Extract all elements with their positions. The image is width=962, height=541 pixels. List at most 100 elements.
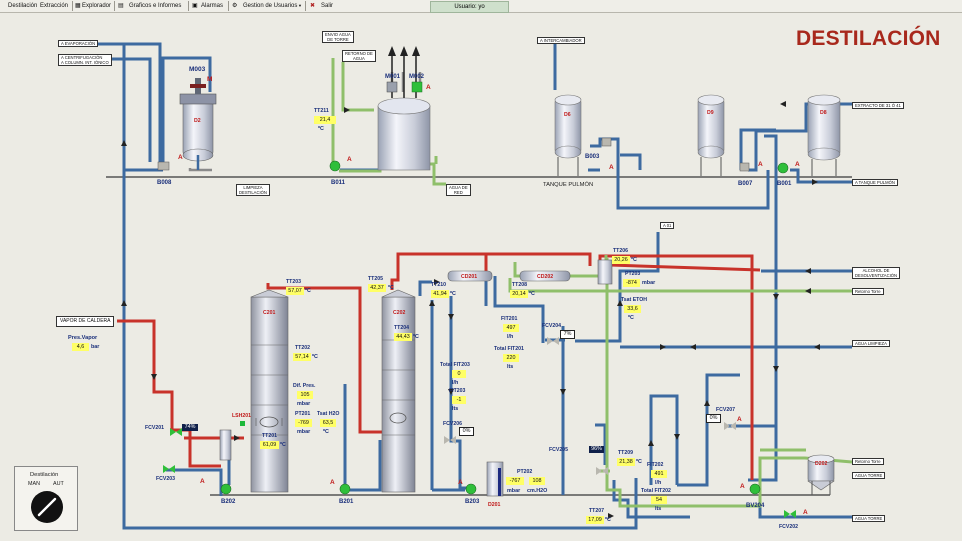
tag-limpieza-destilacion: LIMPIEZA DESTILACIÓN — [236, 184, 270, 196]
tag-retorno-agua: RETORNO DE AGUA — [342, 50, 376, 62]
tt207-value: 17,09 — [586, 516, 604, 524]
menu-destilacion[interactable]: Destilación — [8, 3, 38, 9]
pt201-value: -769 — [295, 419, 312, 427]
tag-agua-torre-1: AGUA TORRE — [852, 472, 886, 479]
tt206-unit: ºC — [631, 257, 637, 263]
label-d6: D6 — [564, 112, 571, 118]
tt211-label: TT211 — [314, 108, 329, 114]
menu-graficos[interactable]: Graficos e Informes — [129, 3, 182, 9]
alarm-marker: A — [758, 161, 763, 168]
fit203-label: FIT203 — [449, 388, 466, 394]
storage-tank — [377, 46, 431, 171]
label-b007: B007 — [738, 181, 753, 187]
heat-exchanger — [597, 259, 613, 285]
tt208-value: 20,14 — [510, 290, 528, 298]
label-m003: M003 — [189, 66, 206, 73]
fcv206-opening[interactable]: 0% — [459, 427, 474, 436]
mode-selector-knob[interactable] — [29, 489, 65, 525]
tt205-value: 42,37 — [368, 284, 386, 292]
tt204-label: TT204 — [394, 325, 409, 331]
alarm-marker: A — [740, 483, 745, 490]
tank-d6 — [554, 94, 582, 176]
tsat-etoh-unit: ºC — [628, 315, 634, 321]
fit202-value: 491 — [651, 470, 667, 478]
page-title: DESTILACIÓN — [796, 27, 941, 50]
fit203-lh-unit: l/h — [452, 380, 459, 386]
tt205-unit: ºC — [388, 285, 394, 291]
fcv204-opening[interactable]: 7% — [560, 330, 575, 339]
chart-icon: ▤ — [118, 3, 124, 9]
pt202-label: PT202 — [517, 469, 533, 475]
pumps — [157, 137, 789, 495]
tag-a-centrifugacion: A CENTRIFUGACIÓN A COLUMN. INT. IÓNICO — [58, 54, 112, 66]
label-fcv205: FCV205 — [549, 447, 569, 453]
vessel-d202 — [807, 454, 835, 495]
label-d2: D2 — [194, 118, 201, 124]
menu-extraccion[interactable]: Extracción — [40, 3, 69, 9]
tt209-value: 21,38 — [617, 458, 635, 466]
tag-agua-limpieza: AGUA LIMPIEZA — [852, 340, 890, 347]
menu-gestion[interactable]: Gestion de Usuarios — [243, 3, 298, 9]
mode-man-label: MAN — [28, 481, 40, 487]
pt201-unit: mbar — [297, 429, 311, 435]
menu-alarmas[interactable]: Alarmas — [201, 3, 224, 9]
chevron-down-icon: ▼ — [298, 3, 302, 8]
tag-a-intercambiador: A INTERCAMBIADOR — [537, 37, 585, 44]
separator-vessel — [219, 429, 232, 461]
label-m002: M002 — [409, 74, 425, 80]
label-tanque-pulmon: TANQUE PULMÓN — [543, 182, 594, 188]
label-d202: D202 — [815, 461, 828, 467]
control-valves — [163, 337, 796, 518]
tag-envio-agua: ENVIO AGUA DE TORRE — [322, 31, 354, 43]
fit202-label: FIT202 — [647, 462, 664, 468]
fcv201-opening[interactable]: 74% — [182, 424, 198, 431]
tsat-h2o-label: Tsat H2O — [317, 411, 340, 417]
label-b003: B003 — [585, 154, 600, 160]
alarm-marker: A — [609, 164, 614, 171]
tsat-h2o-value: 63,5 — [320, 419, 336, 427]
tt210-value: 41,94 — [431, 290, 449, 298]
label-m: M — [207, 76, 213, 83]
tsat-h2o-unit: ºC — [323, 429, 329, 435]
tt201-unit: ºC — [280, 442, 286, 448]
fit202-unit: l/h — [655, 480, 662, 486]
tag-alcohol: ALCOHOL DE DESOLVENTIZACIÓN — [852, 267, 901, 279]
tag-retorno-torre-1: Retorno Torre — [852, 288, 884, 295]
label-b001: B001 — [777, 181, 792, 187]
tag-a01: A 01 — [660, 222, 675, 229]
label-cd201: CD201 — [461, 274, 478, 280]
tag-vapor-caldera: VAPOR DE CALDERA — [56, 316, 115, 327]
label-bv204: BV204 — [746, 503, 765, 509]
alarm-marker: A — [200, 478, 205, 485]
fcv205-opening[interactable]: 96% — [589, 446, 604, 453]
label-b201: B201 — [339, 499, 354, 505]
label-fcv202: FCV202 — [779, 524, 799, 530]
pt203-value: -874 — [623, 279, 640, 287]
menu-explorador[interactable]: Explorador — [82, 3, 112, 9]
pres-vapor-label: Pres.Vapor — [68, 335, 98, 341]
tt202-unit: ºC — [312, 354, 318, 360]
alarm-icon: ▣ — [192, 3, 198, 9]
label-cd202: CD202 — [537, 274, 554, 280]
alarm-marker: A — [426, 84, 431, 91]
total-fit203-label: Total FIT203 — [440, 362, 470, 368]
label-fcv201: FCV201 — [145, 425, 165, 431]
mode-panel-title: Destilación — [30, 472, 59, 478]
tag-agua-red: AGUA DE RED — [446, 184, 471, 196]
tank-d9 — [697, 94, 725, 176]
label-b011: B011 — [331, 180, 346, 186]
menu-salir[interactable]: Salir — [321, 3, 334, 9]
tag-a-evaporacion: A EVAPORACIÓN — [58, 40, 99, 47]
tt203-value: 57,07 — [286, 287, 304, 295]
fcv207-opening[interactable]: 0% — [706, 414, 721, 423]
tag-retorno-torre-2: Retorno Torre — [852, 458, 884, 465]
fit203-value: -1 — [452, 396, 466, 404]
tt202-label: TT202 — [295, 345, 310, 351]
label-fcv203: FCV203 — [156, 476, 176, 482]
tt210-unit: ºC — [450, 291, 456, 297]
alarm-marker: A — [795, 161, 800, 168]
tt208-label: TT208 — [512, 282, 527, 288]
tt206-value: 20,26 — [612, 256, 630, 264]
tt208-unit: ºC — [529, 291, 535, 297]
menu-separator — [305, 1, 306, 11]
